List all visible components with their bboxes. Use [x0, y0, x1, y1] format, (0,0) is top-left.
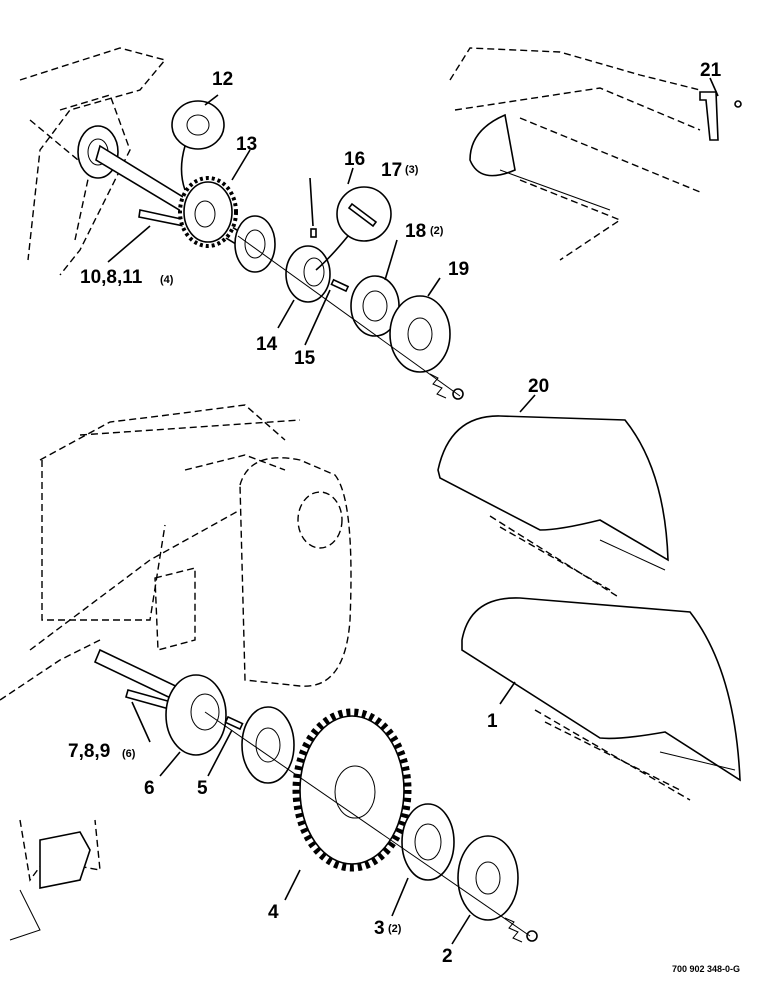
callout-17: 17 [381, 160, 402, 181]
lower-bearing [39, 831, 91, 889]
callout-21: 21 [700, 60, 722, 81]
key-5 [224, 715, 244, 731]
washer-lower [241, 706, 295, 784]
callout-18-qty: (2) [430, 225, 444, 237]
callout-16: 16 [344, 149, 365, 170]
callout-12: 12 [212, 69, 233, 90]
washer-upper [234, 215, 276, 273]
callout-15: 15 [294, 348, 316, 369]
callout-6: 6 [144, 778, 155, 799]
shield-20 [437, 415, 669, 599]
upper-right-frame [449, 47, 742, 261]
callout-20: 20 [528, 376, 549, 397]
set-screw-16 [310, 228, 317, 238]
callout-7-qty: (6) [122, 748, 136, 760]
hub-6 [165, 674, 227, 756]
callout-labels: 12 13 10,8,11 (4) 14 15 16 17 (3) 18 (2)… [68, 60, 722, 967]
leader-lines [107, 77, 719, 945]
drawing-code: 700 902 348-0-G [672, 964, 740, 974]
callout-10-qty: (4) [160, 274, 174, 286]
pin-17 [315, 186, 392, 271]
callout-10-8-11: 10,8,11 [80, 267, 143, 288]
frame-cover [469, 113, 516, 177]
callout-3-qty: (2) [388, 923, 402, 935]
callout-3: 3 [374, 918, 385, 939]
gearcase-frame [0, 404, 352, 941]
callout-2: 2 [442, 946, 453, 967]
flange-19 [389, 295, 451, 373]
upper-drive-assembly [19, 47, 464, 400]
gear-case [239, 457, 352, 687]
callout-13: 13 [236, 134, 257, 155]
callout-14: 14 [256, 334, 278, 355]
callout-18: 18 [405, 221, 426, 242]
lower-drive-assembly [125, 674, 538, 943]
callout-5: 5 [197, 778, 208, 799]
spacer-3 [401, 803, 455, 881]
gear-case-cover [297, 491, 343, 549]
callout-4: 4 [268, 902, 279, 923]
callout-7-8-9: 7,8,9 [68, 741, 110, 762]
callout-1: 1 [487, 711, 498, 732]
hub-14 [285, 245, 331, 303]
bushing-12 [171, 100, 225, 191]
bracket-21 [699, 91, 742, 141]
key-15 [330, 278, 350, 293]
sprocket-4 [292, 708, 412, 872]
sprocket-13 [178, 176, 238, 248]
callout-17-qty: (3) [405, 164, 419, 176]
callout-19: 19 [448, 259, 469, 280]
shield-1 [461, 597, 741, 801]
flange-2 [457, 835, 519, 921]
